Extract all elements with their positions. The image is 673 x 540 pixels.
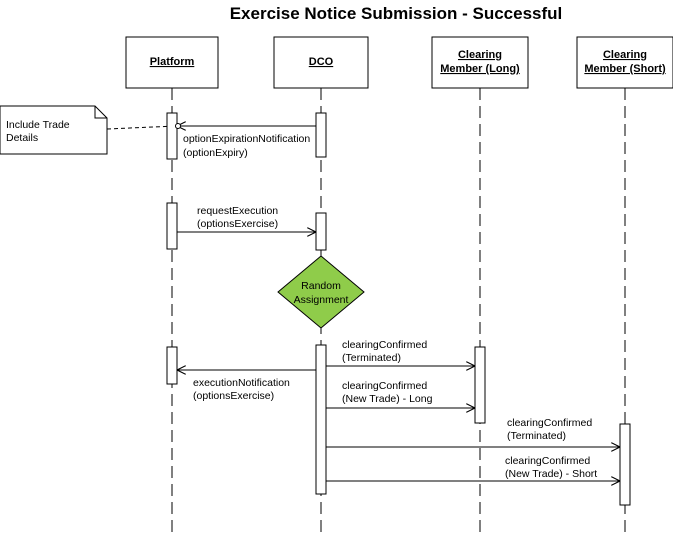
lifeline-label: Clearing (458, 49, 502, 61)
message-clearing-confirmed-new-trade-short: clearingConfirmed (New Trade) - Short (326, 455, 620, 481)
message-request-execution: requestExecution (optionsExercise) (177, 205, 316, 232)
message-clearing-confirmed-terminated-short: clearingConfirmed (Terminated) (326, 417, 620, 447)
lifeline-header-cm-short: Clearing Member (Short) (576, 36, 673, 89)
message-label-line: clearingConfirmed (342, 339, 427, 351)
activation-platform-2 (166, 202, 178, 250)
message-label-line: clearingConfirmed (507, 417, 592, 429)
activation-dco-3 (315, 344, 327, 495)
lifeline-label: Member (Short) (584, 63, 666, 75)
lifeline-label: Clearing (603, 49, 647, 61)
message-label-line: (New Trade) - Short (505, 468, 597, 480)
decision-text-line: Assignment (294, 294, 349, 306)
message-label-line: requestExecution (197, 205, 278, 217)
message-label-line: (optionsExercise) (197, 218, 278, 230)
note-connector (106, 125, 177, 130)
lifeline-header-dco: DCO (273, 36, 369, 89)
activation-platform-3 (166, 346, 178, 385)
diagram-title: Exercise Notice Submission - Successful (230, 4, 563, 23)
message-clearing-confirmed-new-trade-long: clearingConfirmed (New Trade) - Long (326, 380, 475, 408)
note-text-line: Details (6, 132, 38, 144)
lifeline-label: Platform (150, 56, 195, 68)
message-execution-notification: executionNotification (optionsExercise) (177, 370, 316, 402)
message-option-expiration-notification: optionExpirationNotification (optionExpi… (175, 123, 316, 159)
message-label-line: (Terminated) (507, 430, 566, 442)
note-text-line: Include Trade (6, 119, 70, 131)
message-label-line: executionNotification (193, 377, 290, 389)
activation-cm-short (619, 423, 631, 506)
activation-cm-long (474, 346, 486, 424)
message-label-line: clearingConfirmed (505, 455, 590, 467)
decision-text-line: Random (301, 280, 341, 292)
decision-random-assignment: Random Assignment (277, 255, 365, 329)
activation-dco-1 (315, 112, 327, 158)
activation-platform-1 (166, 112, 178, 160)
message-anchor (175, 123, 181, 129)
lifeline-label: DCO (309, 56, 334, 68)
message-label-line: (Terminated) (342, 352, 401, 364)
message-label-line: clearingConfirmed (342, 380, 427, 392)
lifeline-header-platform: Platform (125, 36, 219, 89)
lifeline-header-cm-long: Clearing Member (Long) (431, 36, 529, 89)
message-label-line: optionExpirationNotification (183, 133, 310, 145)
message-clearing-confirmed-terminated-long: clearingConfirmed (Terminated) (326, 339, 475, 366)
note-include-trade-details: Include Trade Details (0, 105, 108, 155)
lifeline-label: Member (Long) (440, 63, 520, 75)
message-label-line: (optionExpiry) (183, 147, 248, 159)
activation-dco-2 (315, 212, 327, 251)
decision-diamond (277, 255, 365, 329)
message-label-line: (optionsExercise) (193, 390, 274, 402)
message-label-line: (New Trade) - Long (342, 393, 433, 405)
